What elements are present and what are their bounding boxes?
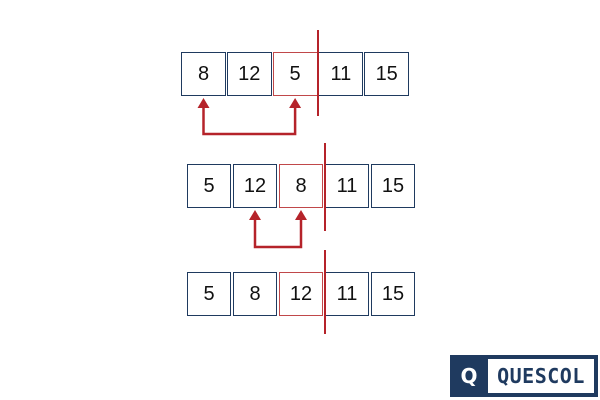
array-cell: 15: [371, 164, 415, 208]
arrow-head: [249, 210, 261, 220]
array-cell: 15: [371, 272, 415, 316]
array-cell: 5: [187, 272, 231, 316]
arrow-head: [289, 98, 302, 108]
array-cell: 8: [233, 272, 277, 316]
array-cell: 12: [226, 52, 272, 96]
array-cell: 8: [181, 52, 226, 96]
swap-arrow: [202, 106, 297, 136]
array-cell: 15: [364, 52, 410, 96]
partition-line: [324, 143, 326, 231]
partition-line: [317, 30, 320, 116]
quescol-logo: Q QUESCOL: [450, 355, 598, 397]
logo-letter: Q: [452, 357, 486, 395]
arrow-head: [197, 98, 210, 108]
array-cell: 11: [325, 272, 369, 316]
array-cell: 5: [272, 52, 318, 96]
array-cell: 12: [233, 164, 277, 208]
array-cell: 11: [318, 52, 364, 96]
logo-name: QUESCOL: [488, 359, 594, 393]
array-cell: 8: [279, 164, 323, 208]
array-cell: 12: [279, 272, 323, 316]
array-cell: 5: [187, 164, 231, 208]
array-cell: 11: [325, 164, 369, 208]
partition-line: [324, 250, 326, 334]
arrow-head: [295, 210, 307, 220]
swap-arrow: [253, 218, 303, 249]
